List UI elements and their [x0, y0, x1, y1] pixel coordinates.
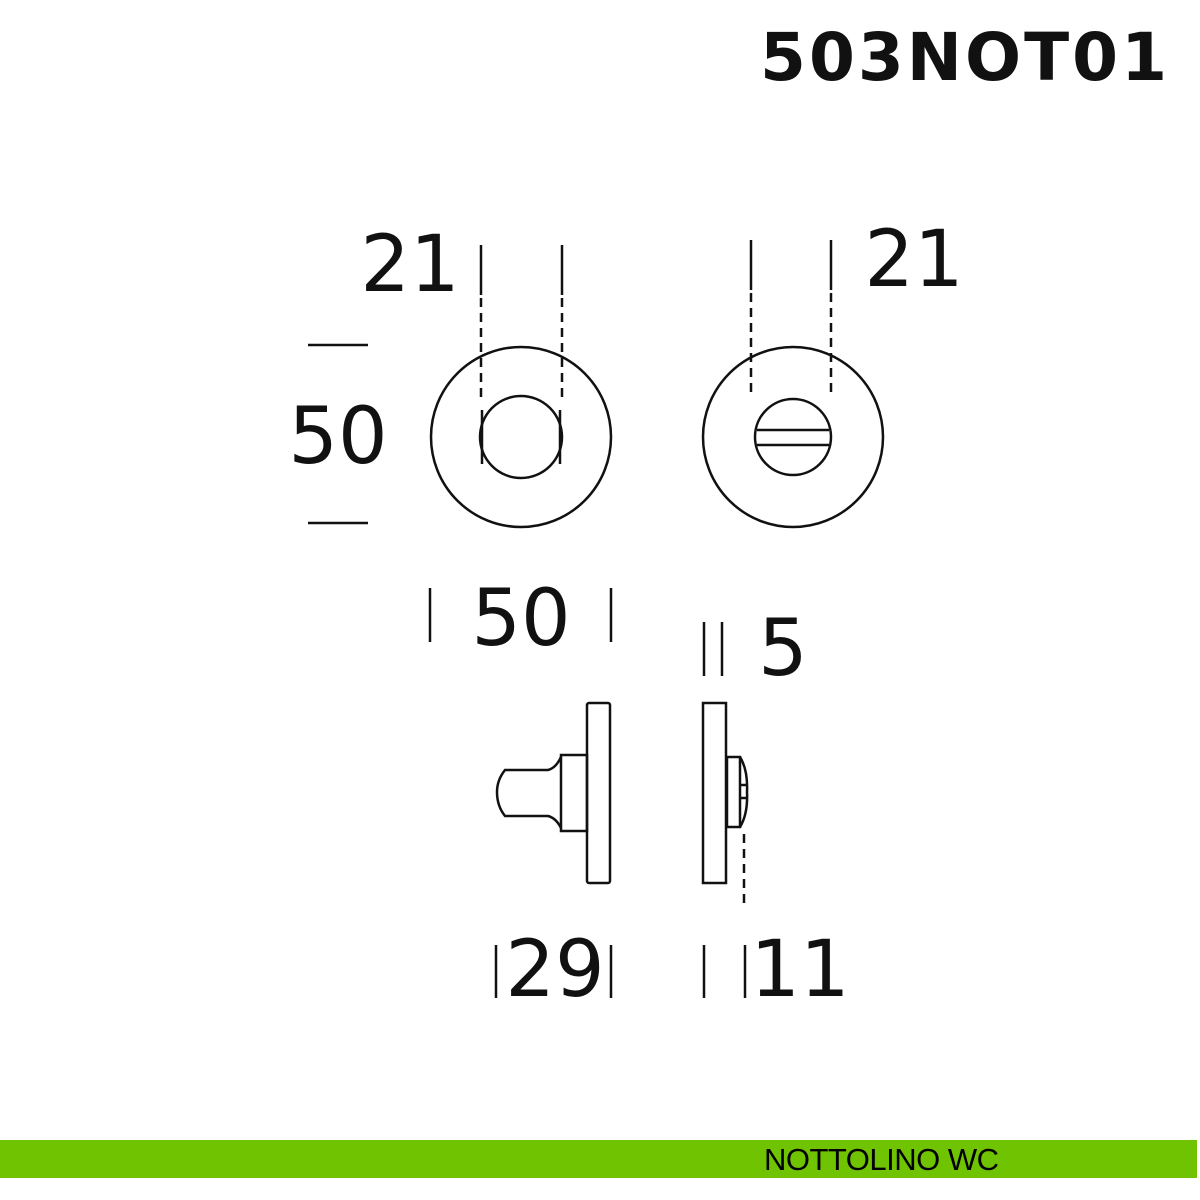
dim-5: 5: [702, 604, 808, 694]
dim-29: 29: [494, 925, 613, 1015]
rose-outline: [429, 345, 613, 529]
product-code: 503NOT01: [760, 19, 1170, 96]
front-view-knob: [429, 345, 613, 529]
dim-label: 29: [505, 925, 604, 1015]
dim-11: 11: [702, 925, 850, 1015]
rose-outline: [701, 345, 885, 529]
dim-21-left: 21: [360, 220, 564, 402]
dim-50-width: 50: [428, 574, 613, 664]
rose-plate: [585, 701, 612, 885]
dim-21-right: 21: [749, 215, 964, 398]
rose-plate: [701, 701, 728, 885]
knob-grip: [495, 756, 563, 829]
side-view-knob: [495, 701, 612, 885]
dim-label: 50: [471, 574, 570, 664]
dim-label: 11: [750, 925, 849, 1015]
front-view-indicator: [701, 345, 885, 529]
knob-outline: [478, 394, 564, 480]
dim-50-height: 50: [288, 343, 388, 525]
dim-label: 5: [758, 604, 808, 694]
knob-hub: [559, 753, 589, 833]
footer-bar: [0, 1140, 1197, 1178]
dim-label: 21: [864, 215, 963, 305]
indicator-cap: [738, 756, 749, 828]
dim-label: 50: [288, 392, 387, 482]
indicator-base: [725, 755, 742, 829]
product-name: NOTTOLINO WC: [764, 1142, 999, 1177]
side-view-indicator: [701, 701, 749, 905]
indicator-outline: [753, 397, 833, 477]
dim-label: 21: [360, 220, 459, 310]
